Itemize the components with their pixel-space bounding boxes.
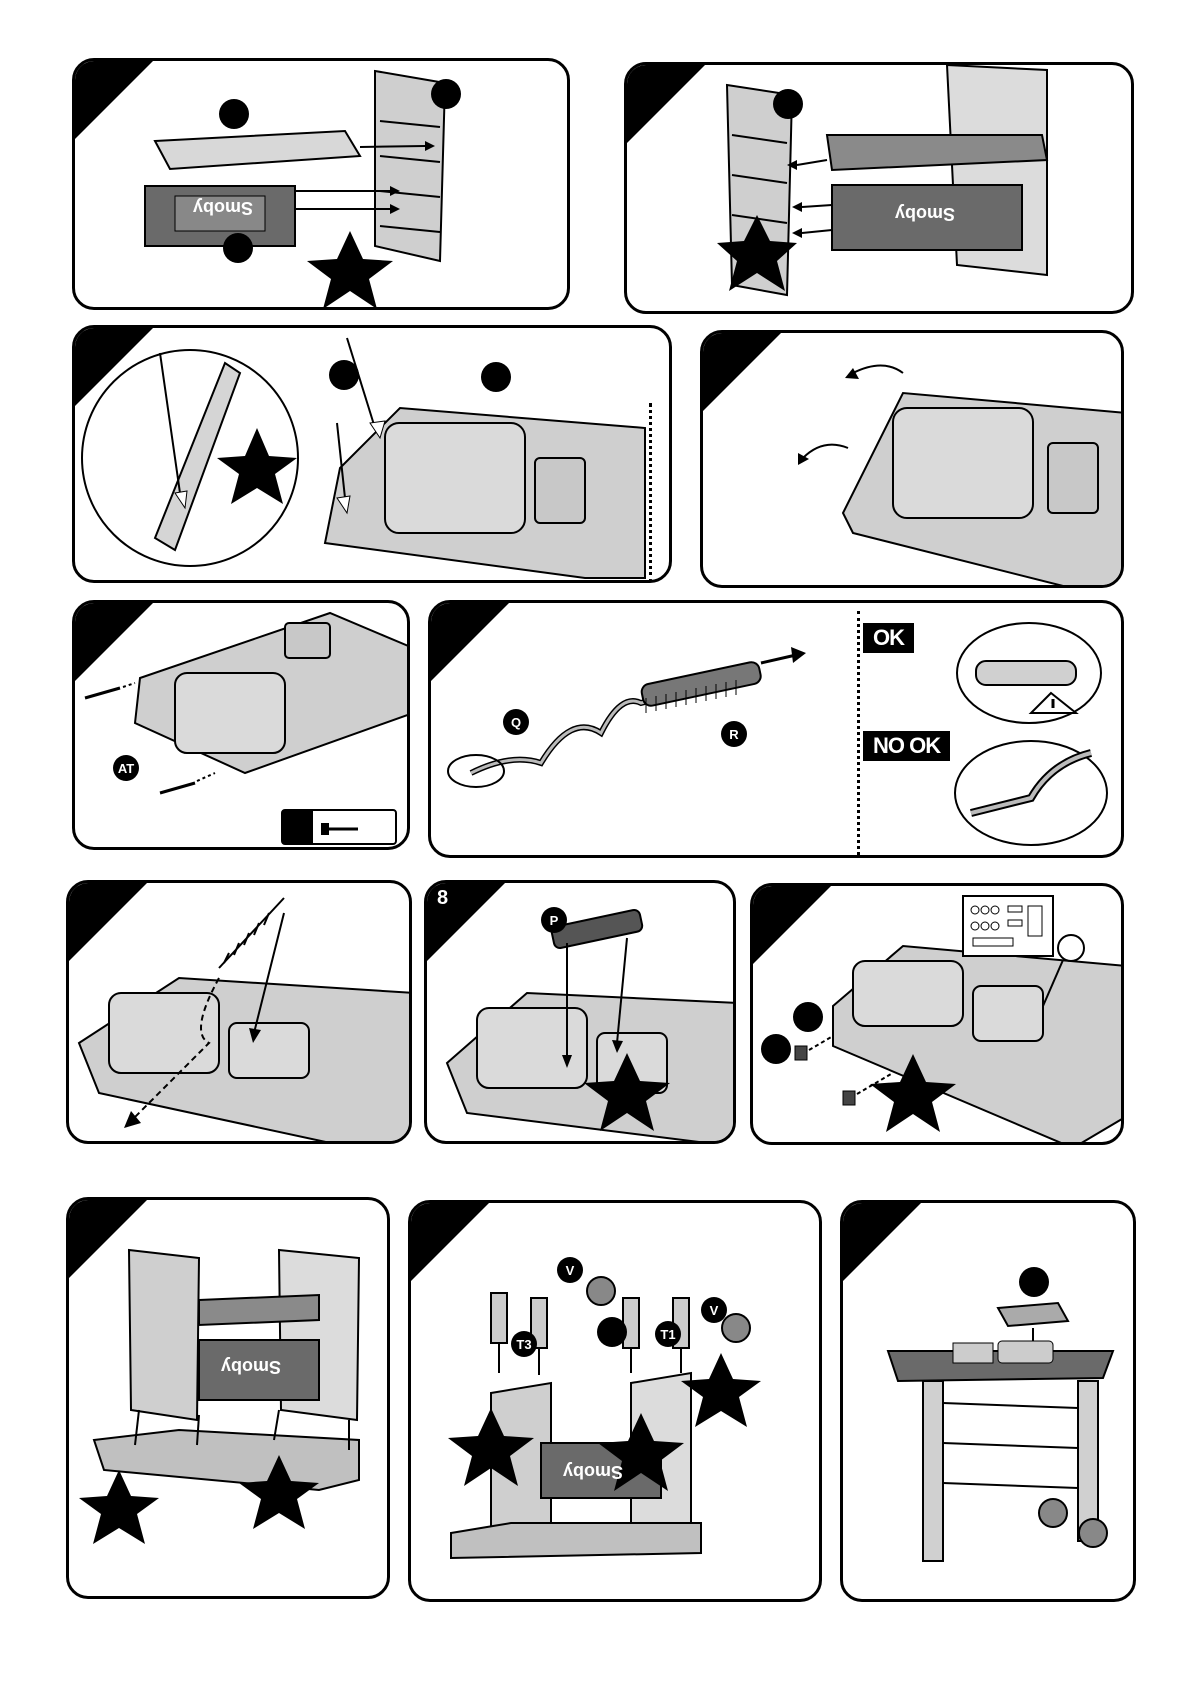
part-badge: [597, 1317, 627, 1347]
step-8-panel: 8 P: [424, 880, 736, 1144]
step-5-panel: AT: [72, 600, 410, 850]
smoby-logo: Smoby: [221, 1356, 281, 1377]
part-badge: [329, 360, 359, 390]
step-7-illustration: [69, 883, 412, 1144]
step-10-illustration: [69, 1200, 390, 1599]
step-1-illustration: [75, 61, 570, 310]
step-3-panel: [72, 325, 672, 583]
screw-count-box: [281, 809, 397, 845]
screw-icon: [283, 811, 399, 847]
part-badge-t3: T3: [511, 1331, 537, 1357]
step-1-panel: Smoby: [72, 58, 570, 310]
part-badge: [761, 1034, 791, 1064]
step-2-panel: Smoby: [624, 62, 1134, 314]
separator-line: [857, 611, 860, 855]
step-12-illustration: [843, 1203, 1136, 1602]
step-12-panel: [840, 1200, 1136, 1602]
part-badge-p: P: [541, 907, 567, 933]
part-badge: [793, 1002, 823, 1032]
part-badge: [223, 233, 253, 263]
part-badge-q: Q: [503, 709, 529, 735]
part-badge: [219, 99, 249, 129]
step-2-illustration: [627, 65, 1134, 314]
step-7-panel: [66, 880, 412, 1144]
step-4-illustration: [703, 333, 1124, 588]
step-10-panel: Smoby: [66, 1197, 390, 1599]
step-8-illustration: [427, 883, 736, 1144]
step-11-illustration: [411, 1203, 822, 1602]
step-4-panel: [700, 330, 1124, 588]
step-6-panel: Q R OK NO OK: [428, 600, 1124, 858]
step-6-illustration: [431, 603, 1124, 858]
part-badge-r: R: [721, 721, 747, 747]
part-badge-v: V: [701, 1297, 727, 1323]
step-9-panel: [750, 883, 1124, 1145]
step-11-panel: V V T3 T1 Smoby: [408, 1200, 822, 1602]
click-star-icon: [79, 1470, 159, 1544]
click-star-icon: [681, 1353, 761, 1427]
part-badge: [773, 89, 803, 119]
cut-line: [649, 403, 652, 583]
step-3-illustration: [75, 328, 672, 583]
part-badge: [481, 362, 511, 392]
part-badge-v: V: [557, 1257, 583, 1283]
part-badge-t1: T1: [655, 1321, 681, 1347]
no-ok-label: NO OK: [863, 731, 950, 761]
part-badge: [431, 79, 461, 109]
smoby-logo: Smoby: [563, 1461, 623, 1482]
part-badge: [1019, 1267, 1049, 1297]
part-badge-at: AT: [113, 755, 139, 781]
smoby-logo: Smoby: [193, 197, 253, 218]
ok-label: OK: [863, 623, 914, 653]
smoby-logo: Smoby: [895, 203, 955, 224]
